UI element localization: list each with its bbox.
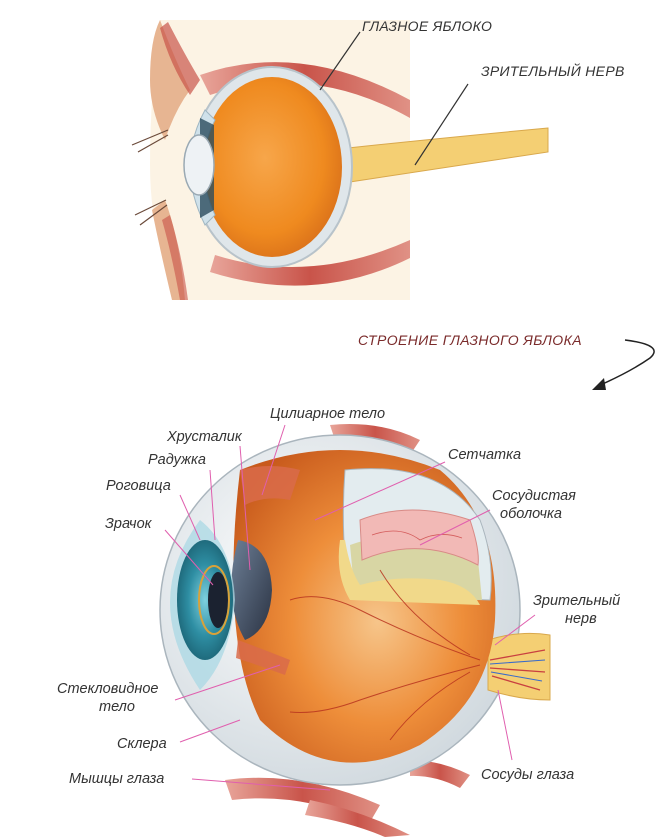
bottom-pupil — [208, 572, 228, 628]
upper-eyelid — [150, 20, 190, 140]
muscles-leader — [191, 778, 331, 791]
bottom-eye-muscle-3 — [410, 760, 470, 788]
vitreous-label-1: Стекловидное — [57, 681, 158, 697]
pupil-label: Зрачок — [105, 516, 153, 532]
choroid-leader — [419, 509, 491, 546]
section-title: СТРОЕНИЕ ГЛАЗНОГО ЯБЛОКА — [358, 332, 582, 348]
retina-fold — [338, 540, 480, 605]
ciliary-body — [240, 466, 300, 505]
ciliary-leader — [261, 424, 286, 496]
vitreous-label-2: тело — [99, 699, 135, 715]
upper-eyelid-muscle — [160, 22, 200, 95]
pupil-leader — [164, 529, 214, 586]
eyelashes — [131, 129, 169, 226]
cornea-leader — [179, 494, 201, 541]
iris-leader — [209, 469, 216, 541]
optic-nerve-top-label: ЗРИТЕЛЬНЫЙ НЕРВ — [481, 62, 625, 79]
iris-label: Радужка — [148, 452, 206, 468]
ciliary-body-label: Цилиарное тело — [270, 406, 385, 422]
top-optic-nerve — [329, 127, 549, 186]
bottom-eye-muscle-2 — [305, 800, 410, 837]
sclera-leader — [179, 719, 241, 743]
top-lower-muscle — [210, 240, 410, 286]
optic-nerve-bottom-label-2: нерв — [565, 611, 597, 627]
bottom-iris — [177, 540, 233, 660]
bottom-lens — [231, 540, 272, 640]
optic-vessels-blue — [489, 659, 546, 682]
choroid-label-2: оболочка — [500, 506, 562, 522]
optic-vessels — [489, 649, 546, 691]
optic-nerve-bottom-label-1: Зрительный — [533, 593, 620, 609]
arrow-head-icon — [592, 378, 606, 390]
optic-nerve-top-leader-line — [414, 83, 469, 166]
choroid-vessels — [371, 530, 463, 541]
top-lens — [183, 134, 215, 196]
optic-nerve-leader — [494, 614, 536, 646]
choroid-sheet — [359, 509, 479, 566]
sclera-label: Склера — [117, 736, 167, 752]
vessels-leader — [497, 689, 513, 761]
curved-arrow-icon — [597, 339, 655, 387]
lens-leader — [239, 445, 251, 571]
cornea-label: Роговица — [106, 478, 171, 494]
retina-label: Сетчатка — [448, 447, 521, 463]
eyeball-leader-line — [319, 31, 361, 91]
choroid-label-1: Сосудистая — [492, 488, 576, 504]
eye-vessels-label: Сосуды глаза — [481, 767, 574, 783]
pupil-ring — [198, 565, 230, 635]
retina-leader — [314, 461, 446, 521]
lower-eyelid-muscle — [162, 215, 188, 300]
leader-lines — [164, 424, 536, 791]
lens-label: Хрусталик — [166, 429, 243, 445]
retinal-vessels — [289, 569, 481, 741]
top-vitreous — [202, 77, 342, 257]
bottom-eye-3d-section — [159, 424, 551, 837]
eye-muscles-label: Мышцы глаза — [69, 771, 164, 787]
bottom-optic-nerve — [487, 632, 551, 701]
top-eye-cross-section — [131, 20, 549, 300]
eyeball-label: ГЛАЗНОЕ ЯБЛОКО — [362, 18, 492, 34]
vitreous-leader — [174, 664, 281, 701]
